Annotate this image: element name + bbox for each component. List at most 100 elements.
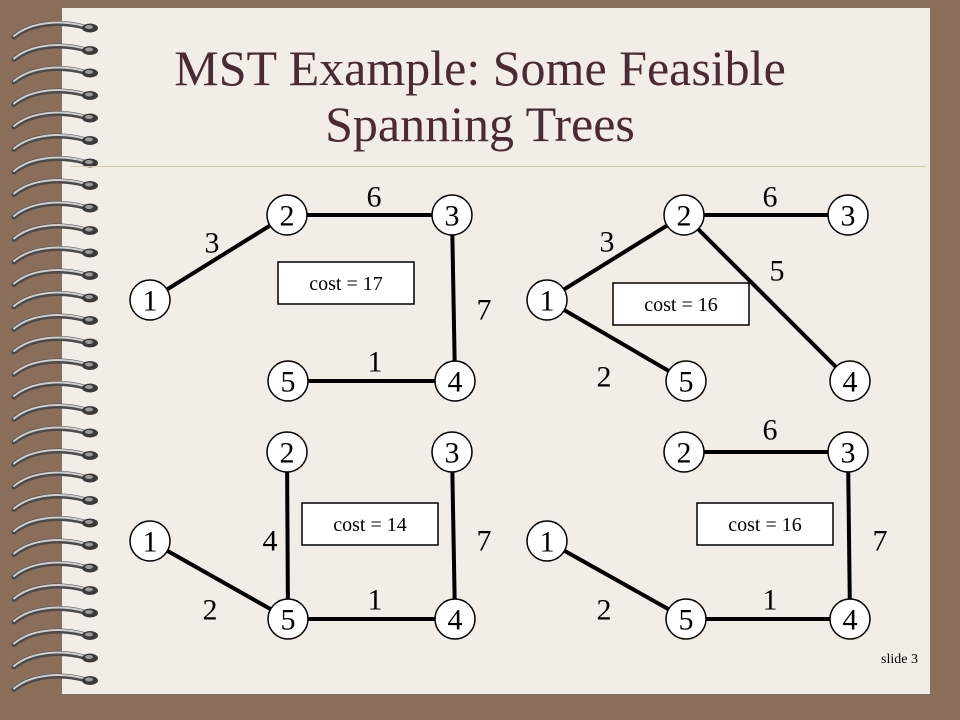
node-3 (827, 431, 869, 473)
node-label: 5 (679, 604, 694, 637)
cost-label: cost = 17 (309, 273, 383, 295)
node-2 (663, 194, 705, 236)
slide-paper (62, 8, 930, 694)
node-3 (431, 431, 473, 473)
spiral-ring (11, 471, 98, 490)
spiral-ring (11, 291, 98, 310)
node-2 (266, 431, 308, 473)
node-label: 4 (843, 604, 858, 637)
cost-label: cost = 16 (728, 514, 802, 536)
edge-weight-label: 3 (600, 226, 615, 259)
edge-2-5 (285, 471, 290, 600)
spiral-ring (11, 88, 98, 107)
edge-1-5 (563, 308, 670, 373)
spiral-ring (11, 606, 98, 625)
node-5 (665, 598, 707, 640)
cost-box (301, 502, 439, 546)
spiral-ring (11, 111, 98, 130)
spiral-ring (11, 651, 98, 670)
spiral-ring (11, 223, 98, 242)
edge-1-5 (563, 549, 670, 611)
cost-label: cost = 16 (644, 294, 718, 316)
node-label: 1 (540, 526, 555, 559)
node-1 (526, 279, 568, 321)
node-label: 4 (448, 366, 463, 399)
spiral-ring (11, 426, 98, 445)
node-label: 5 (281, 366, 296, 399)
spiral-ring (11, 493, 98, 512)
spiral-ring (11, 381, 98, 400)
node-4 (434, 360, 476, 402)
node-3 (827, 194, 869, 236)
node-label: 2 (677, 200, 692, 233)
spiral-ring (11, 583, 98, 602)
cost-box (696, 502, 834, 546)
spiral-ring (11, 156, 98, 175)
spiral-ring (11, 448, 98, 467)
title-line-2: Spanning Trees (325, 96, 635, 152)
node-5 (267, 598, 309, 640)
edge-weight-label: 1 (368, 584, 383, 617)
edge-1-5 (166, 549, 272, 611)
edge-weight-label: 2 (597, 361, 612, 394)
node-4 (434, 598, 476, 640)
edge-1-2 (562, 223, 669, 292)
spiral-ring (11, 246, 98, 265)
edge-3-4 (450, 234, 457, 362)
edge-weight-label: 1 (368, 346, 383, 379)
spiral-ring (11, 201, 98, 220)
title-line-1: MST Example: Some Feasible (174, 40, 786, 96)
spiral-ring (11, 336, 98, 355)
node-label: 1 (143, 285, 158, 318)
node-1 (129, 520, 171, 562)
node-label: 3 (445, 437, 460, 470)
node-label: 3 (841, 437, 856, 470)
spiral-ring (11, 268, 98, 287)
node-label: 3 (841, 200, 856, 233)
node-label: 1 (143, 526, 158, 559)
node-label: 5 (679, 366, 694, 399)
spiral-ring (11, 403, 98, 422)
spiral-ring (11, 358, 98, 377)
edge-weight-label: 2 (203, 594, 218, 627)
node-label: 5 (281, 604, 296, 637)
edge-weight-label: 2 (597, 594, 612, 627)
node-label: 2 (677, 437, 692, 470)
node-5 (267, 360, 309, 402)
node-label: 4 (448, 604, 463, 637)
edge-2-4 (696, 227, 838, 369)
node-1 (129, 279, 171, 321)
edge-weight-label: 5 (770, 255, 785, 288)
spiral-ring (11, 538, 98, 557)
node-2 (663, 431, 705, 473)
cost-box (612, 282, 750, 326)
node-label: 3 (445, 200, 460, 233)
cost-box (277, 261, 415, 305)
node-5 (665, 360, 707, 402)
cost-label: cost = 14 (333, 514, 407, 536)
spiral-ring (11, 66, 98, 85)
spanning-tree-2: 3 6 5 2 1 2 3 4 5 cost = 16 (526, 181, 871, 402)
node-label: 1 (540, 285, 555, 318)
node-1 (526, 520, 568, 562)
node-label: 2 (280, 437, 295, 470)
spiral-ring (11, 561, 98, 580)
node-label: 4 (843, 366, 858, 399)
spiral-ring (11, 43, 98, 62)
edge-weight-label: 7 (477, 525, 492, 558)
spiral-ring (11, 628, 98, 647)
edge-1-2 (165, 223, 272, 292)
title-divider (70, 166, 926, 167)
edge-weight-label: 6 (367, 181, 382, 214)
edge-weight-label: 6 (763, 414, 778, 447)
edge-weight-label: 6 (763, 181, 778, 214)
edge-weight-label: 7 (477, 294, 492, 327)
spiral-ring (11, 178, 98, 197)
node-4 (829, 598, 871, 640)
node-label: 2 (280, 200, 295, 233)
edge-weight-label: 7 (873, 525, 888, 558)
